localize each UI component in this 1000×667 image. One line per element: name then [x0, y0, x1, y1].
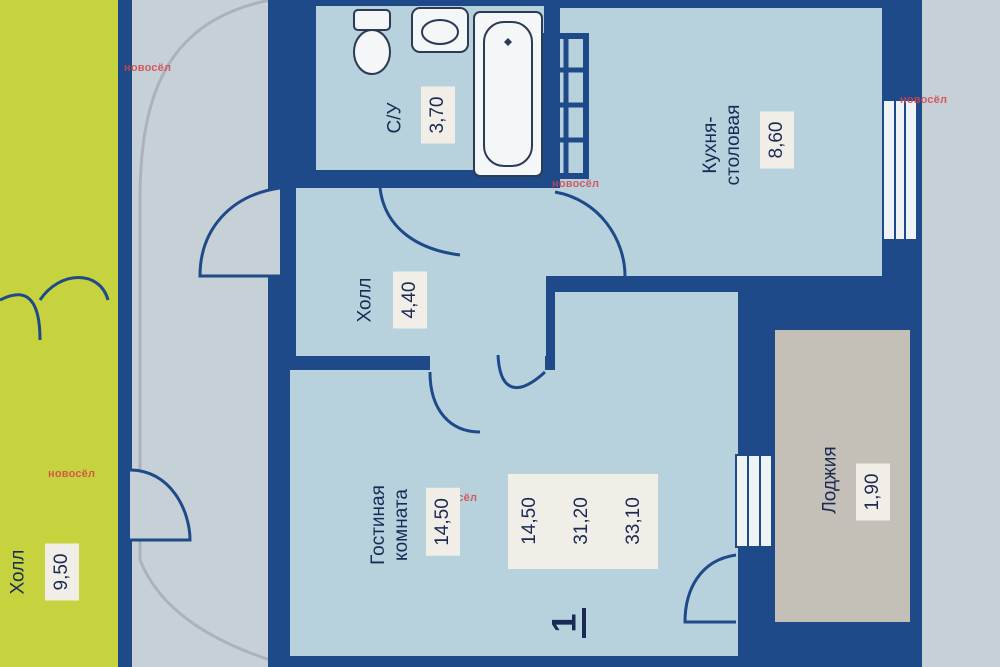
entry-door-swing-icon: [198, 186, 281, 278]
outer-hall-area-badge: 9,50: [45, 543, 79, 601]
toilet-icon: [353, 9, 391, 75]
kitchen-label: Кухня- столовая: [699, 105, 745, 186]
apartment-living-area: 14,50: [519, 497, 541, 545]
kitchen-label-line2: столовая: [723, 104, 744, 186]
kitchen-label-line1: Кухня-: [700, 116, 721, 174]
sink-icon: [411, 7, 469, 53]
watermark-logo-icon: новосёл: [552, 178, 600, 190]
apartment-number-underline: [582, 608, 586, 638]
living-area-badge: 14,50: [426, 488, 460, 556]
kitchen-area-badge: 8,60: [760, 111, 794, 169]
bathtub-icon: [473, 11, 543, 177]
living-label: Гостиная комната: [367, 485, 413, 565]
watermark-logo-icon: новосёл: [124, 62, 172, 74]
hall-floor-ext: [460, 188, 625, 276]
hall-area-badge: 4,40: [393, 271, 427, 329]
loggia-label: Лоджия: [819, 446, 841, 514]
living-window-icon: [735, 454, 773, 548]
bathroom-area-badge: 3,70: [421, 86, 455, 144]
apartment-total-area: 31,20: [571, 497, 593, 545]
loggia-right-strip: [912, 0, 1000, 667]
watermark-logo-icon: новосёл: [48, 468, 96, 480]
outer-hall-wall: [118, 0, 132, 667]
hall-label: Холл: [354, 277, 376, 323]
outer-hall-label: Холл: [7, 549, 29, 595]
radiator-icon: [543, 33, 589, 179]
background-curve: [138, 0, 271, 662]
living-floor-top: [555, 292, 738, 382]
loggia-area-badge: 1,90: [856, 463, 890, 521]
living-floor-corner: [430, 352, 545, 377]
outer-door-swing-icon: [129, 468, 192, 542]
watermark-logo-icon: новосёл: [900, 94, 948, 106]
outer-hall-door-icon: [0, 276, 110, 341]
apartment-total-with-loggia-area: 33,10: [623, 497, 645, 545]
kitchen-door-swing-icon: [554, 190, 627, 277]
apartment-number: 1: [545, 613, 584, 633]
kitchen-window-icon: [882, 99, 918, 241]
living-label-line1: Гостиная: [368, 485, 389, 565]
bathroom-label: С/У: [384, 102, 406, 134]
bathroom-door-swing-icon: [378, 187, 461, 257]
living-label-line2: комната: [391, 489, 412, 561]
loggia-door-swing-icon: [683, 553, 737, 624]
living-door-swing-icon: [428, 354, 547, 434]
loggia-floor: [775, 330, 912, 622]
